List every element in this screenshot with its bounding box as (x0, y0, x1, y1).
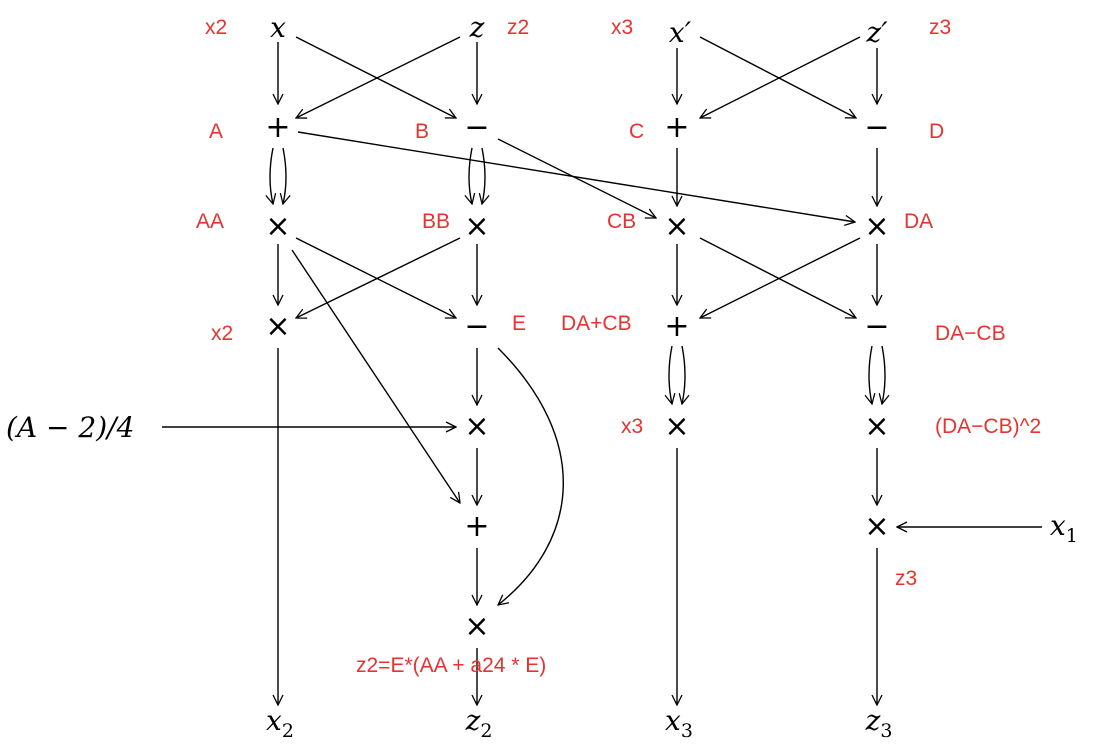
input-x-prime: x′ (669, 16, 692, 49)
arrow-z-to-A (296, 36, 461, 118)
label-DA-minus-CB: DA−CB (935, 322, 1006, 345)
label-C: C (629, 120, 644, 143)
input-x: x (270, 11, 286, 44)
op-times-x3: × (664, 409, 689, 444)
label-CB: CB (607, 210, 636, 233)
input-z: z (469, 11, 485, 44)
label-D: D (929, 120, 944, 143)
output-x3: x3 (665, 704, 693, 742)
arrow-zp-to-C (700, 36, 861, 118)
op-times-CB: × (664, 209, 689, 244)
arrow-A-to-DA (297, 131, 855, 222)
op-times-DA: × (864, 209, 889, 244)
op-times-x2: × (265, 309, 290, 344)
output-z3-sub: 3 (880, 720, 892, 742)
label-x2-top: x2 (205, 16, 227, 39)
label-BB: BB (422, 210, 450, 233)
x1-sub: 1 (1066, 525, 1078, 547)
label-DA-minus-CB-squared: (DA−CB)^2 (935, 415, 1041, 438)
output-z2-sub: 2 (480, 720, 492, 742)
arrow-E-curve-to-mul (498, 347, 564, 605)
op-plus-AA: + (464, 509, 489, 544)
op-minus-E: − (464, 309, 489, 344)
op-times-BB: × (464, 209, 489, 244)
label-x3-top: x3 (611, 16, 633, 39)
output-z2: z2 (465, 704, 493, 742)
arrow-A-to-AA-1 (270, 147, 273, 204)
arrow-B-to-BB-1 (469, 147, 472, 204)
output-x2-sub: 2 (282, 720, 294, 742)
label-z3-top: z3 (929, 16, 951, 39)
label-A: A (209, 120, 223, 143)
label-z2-top: z2 (507, 16, 529, 39)
arrow-sum-to-x3-1 (669, 345, 672, 404)
output-x3-sub: 3 (681, 720, 693, 742)
op-plus-C: + (664, 110, 689, 145)
output-x2: x2 (266, 704, 294, 742)
external-inputs: (A − 2)/4 x1 (6, 411, 1078, 547)
label-AA: AA (196, 210, 224, 233)
arrow-xp-to-D (699, 36, 856, 118)
op-times-a24: × (464, 409, 489, 444)
arrow-sum-to-x3-2 (682, 345, 685, 404)
op-minus-B: − (464, 110, 489, 145)
arrow-x-to-B (295, 36, 456, 118)
arrow-A-to-AA-2 (283, 147, 286, 204)
op-times-x1: × (864, 509, 889, 544)
arrow-AA-to-E (295, 237, 456, 318)
op-times-z2: × (464, 609, 489, 644)
op-times-AA: × (265, 209, 290, 244)
output-x3-base: x (665, 704, 681, 737)
label-DA-plus-CB: DA+CB (561, 312, 632, 335)
label-x3-mid: x3 (621, 415, 643, 438)
label-z3-low: z3 (895, 567, 917, 590)
arrows (162, 36, 1042, 705)
arrow-B-to-CB (497, 138, 656, 218)
op-plus-A: + (265, 110, 290, 145)
op-plus-sum: + (664, 309, 689, 344)
operators: + − + − × × × × × − + − × × × + × × (265, 110, 889, 644)
arrow-BB-to-x2 (296, 237, 461, 318)
outputs: x2 z2 x3 z3 (266, 704, 892, 742)
label-x2-mid: x2 (211, 322, 233, 345)
label-E: E (512, 312, 526, 335)
op-minus-D: − (864, 110, 889, 145)
arrow-CB-to-diff (699, 237, 856, 318)
op-minus-diff: − (864, 309, 889, 344)
arrow-B-to-BB-2 (482, 147, 485, 204)
arrow-DA-to-sum (700, 237, 861, 318)
inputs: x z x′ z′ (270, 11, 888, 49)
output-z2-base: z (465, 704, 481, 737)
label-z2-formula: z2=E*(AA + a24 * E) (356, 654, 546, 677)
annotations: x2 z2 x3 z3 A B C D AA BB CB DA x2 E DA+… (196, 16, 1041, 677)
output-z3-base: z (865, 704, 881, 737)
label-DA: DA (904, 210, 933, 233)
label-B: B (415, 120, 429, 143)
input-z-prime: z′ (865, 16, 888, 49)
output-z3: z3 (865, 704, 893, 742)
arrow-AA-to-plus (291, 249, 460, 503)
arrow-diff-to-sq-2 (882, 345, 885, 404)
a24-input: (A − 2)/4 (6, 411, 134, 444)
output-x2-base: x (266, 704, 282, 737)
x1-input: x1 (1050, 509, 1078, 547)
arrow-diff-to-sq-1 (869, 345, 872, 404)
x1-base: x (1050, 509, 1066, 542)
op-times-square: × (864, 409, 889, 444)
